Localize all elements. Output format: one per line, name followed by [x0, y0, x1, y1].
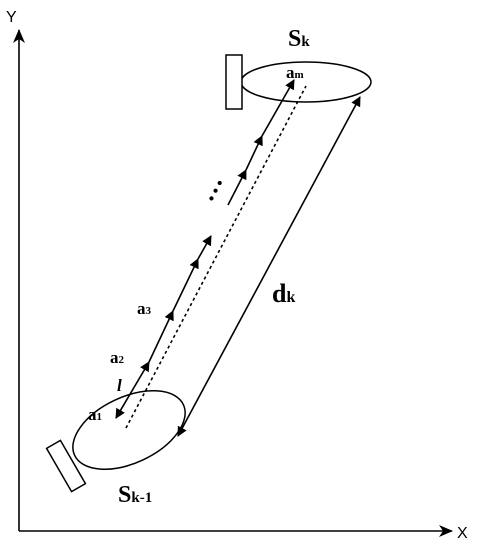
- region-end-label: Sk: [288, 26, 310, 52]
- x-axis-label: X: [457, 525, 468, 542]
- y-axis-label: Y: [6, 9, 17, 26]
- distance-arrow: [177, 96, 361, 437]
- region-start-ellipse: [72, 390, 186, 470]
- region-start-sensor: [45, 439, 87, 493]
- ellipsis-label: …: [191, 169, 229, 206]
- point-a2-label: a2: [110, 348, 125, 367]
- point-a1-label: a1: [88, 405, 102, 424]
- region-end-ellipse: [240, 61, 372, 103]
- region-end-sensor: [225, 54, 243, 110]
- point-am-label: am: [286, 63, 304, 82]
- point-a3-label: a3: [137, 299, 152, 318]
- distance-label: dk: [272, 279, 295, 308]
- segment-length-label: l: [117, 376, 122, 395]
- segment-path: [115, 79, 295, 419]
- region-start-label: Sk-1: [118, 482, 152, 508]
- dotted-path: [125, 85, 307, 429]
